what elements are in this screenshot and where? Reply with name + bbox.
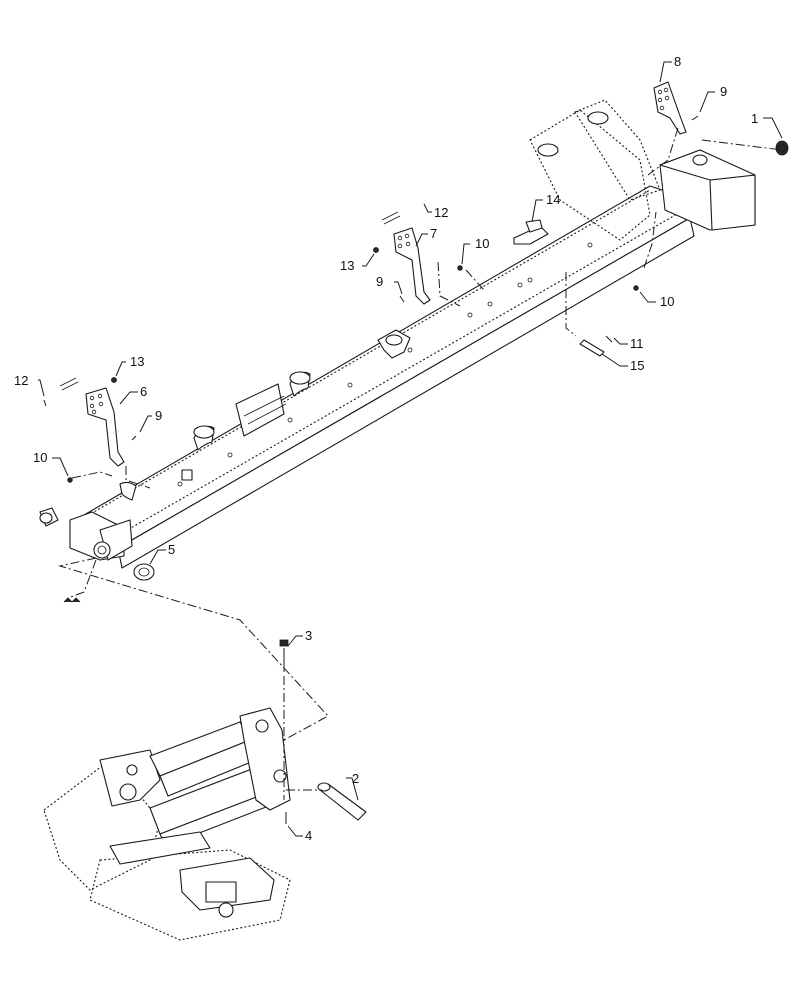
callout-10-right: 10 [660,294,674,309]
callout-5: 5 [168,542,175,557]
callout-6: 6 [140,384,147,399]
beam-right-end-assembly [529,99,756,241]
callout-7: 7 [430,226,437,241]
callout-3: 3 [305,628,312,643]
callout-labels: 1 2 3 4 5 6 7 8 9 9 9 10 10 10 11 12 12 … [14,54,758,843]
callout-10-middle: 10 [475,236,489,251]
callout-9-top: 9 [720,84,727,99]
callout-10-left: 10 [33,450,47,465]
callout-4: 4 [305,828,312,843]
main-beam [71,185,695,569]
beam-left-end-bracket [39,507,133,561]
callout-leaders [38,61,783,837]
callout-12-top: 12 [434,205,448,220]
callout-2: 2 [352,771,359,786]
callout-14: 14 [546,192,560,207]
callout-15: 15 [630,358,644,373]
callout-12-left: 12 [14,373,28,388]
callout-13-left: 13 [130,354,144,369]
phantom-lines [58,127,783,800]
handle-knob [377,329,411,359]
callout-8: 8 [674,54,681,69]
part-7-hose-bracket [393,227,431,305]
small-hardware [43,115,699,824]
part-8-hose-bracket [653,81,687,135]
callout-9-left: 9 [155,408,162,423]
callout-9-middle: 9 [376,274,383,289]
callout-13-middle: 13 [340,258,354,273]
callout-11: 11 [630,336,644,351]
part-1-cap [775,140,789,156]
callout-1: 1 [751,111,758,126]
lower-frame-assembly [43,707,291,941]
part-14-bracket [513,219,549,245]
center-mount-plate [181,383,287,481]
part-6-hose-bracket [85,387,125,467]
elbow-fittings [119,371,311,501]
